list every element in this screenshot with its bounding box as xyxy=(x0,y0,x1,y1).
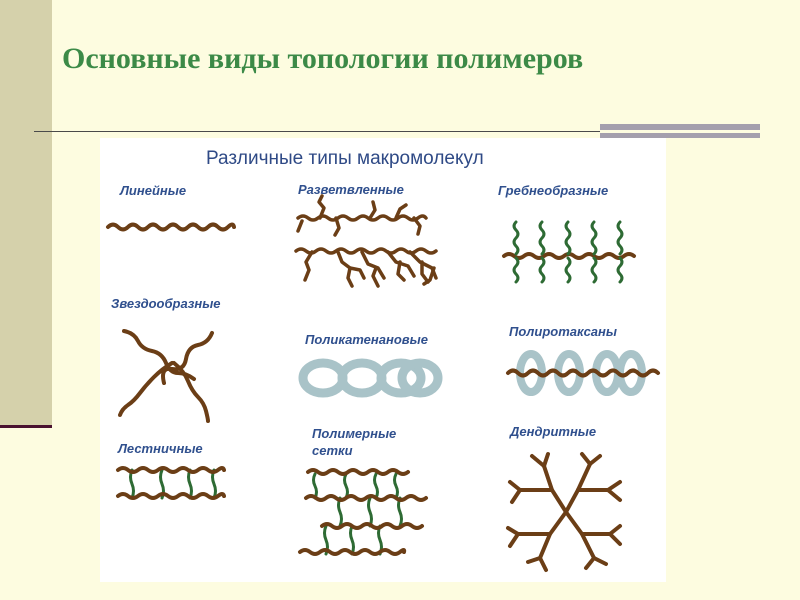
label-ladder: Лестничные xyxy=(118,441,203,457)
network-chain-icon xyxy=(300,470,426,554)
label-linear: Линейные xyxy=(120,183,186,199)
title-rule xyxy=(34,131,600,132)
left-decor-underline xyxy=(0,425,52,428)
label-network-line2: сетки xyxy=(312,443,353,459)
title-rule-accent-top xyxy=(600,124,760,130)
polycatenane-rings-icon xyxy=(303,363,438,393)
label-polycatenane: Поликатенановые xyxy=(305,332,428,348)
label-branched: Разветвленные xyxy=(298,182,404,198)
label-star: Звездообразные xyxy=(111,296,221,312)
star-chain-icon xyxy=(120,331,212,421)
polyrotaxane-icon xyxy=(508,354,658,392)
ladder-chain-icon xyxy=(118,468,224,498)
branched-chain-icon xyxy=(296,196,436,286)
linear-chain-icon xyxy=(108,225,234,230)
label-comb: Гребнеобразные xyxy=(498,183,608,199)
macromolecule-types-figure: Различные типы макромолекул Линейные Раз… xyxy=(100,138,666,582)
label-dendritic: Дендритные xyxy=(510,424,596,440)
comb-chain-icon xyxy=(504,222,634,282)
label-polyrotaxane: Полиротаксаны xyxy=(509,324,617,340)
left-decor-band xyxy=(0,0,52,427)
figure-title: Различные типы макромолекул xyxy=(206,148,484,170)
figure-drawing xyxy=(100,138,666,582)
slide-title: Основные виды топологии полимеров xyxy=(62,42,583,76)
dendrimer-icon xyxy=(508,454,620,570)
label-network-line1: Полимерные xyxy=(312,426,396,442)
